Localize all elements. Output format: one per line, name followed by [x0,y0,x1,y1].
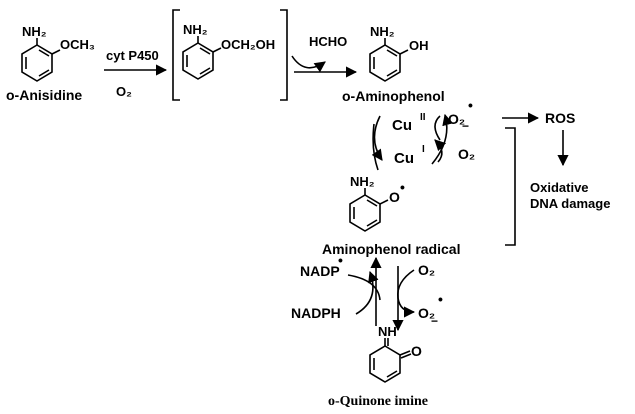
superoxide-top-charge: − [462,119,469,133]
nadph-label: NADPH [291,305,341,321]
benzene-ring-aminophenol [369,38,409,82]
o2-lower-label: O₂ [418,262,435,278]
o2-arc-out [397,297,416,318]
radical-nh2-label: NH₂ [350,174,375,189]
benzene-ring-anisidine [21,38,61,82]
superoxide-top-dot: • [468,97,473,113]
anisidine-och3-label: OCH₃ [60,37,95,52]
superoxide-lower-label: O₂ [418,305,435,321]
cu-cycle-right-arc [434,139,447,163]
superoxide-lower-charge: − [431,314,438,328]
aminophenol-name: o-Aminophenol [342,88,445,104]
left-bracket [172,9,180,101]
enzyme-label: cyt P450 [106,48,159,63]
radical-o-label: O [389,189,400,205]
damage-line1: Oxidative [530,180,589,195]
o2-first-label: O₂ [116,84,132,99]
intermediate-structure: NH₂ OCH₂OH [172,9,288,101]
cu-reduction-arrow [371,115,383,161]
cu-reduction-branch [372,123,379,171]
o-quinone-imine-structure: NH O o-Quinone imine [328,324,428,409]
cu-reoxidation-arrow [431,113,454,165]
quinone-nh-label: NH [378,324,397,339]
anisidine-name: o-Anisidine [6,87,82,103]
aminophenol-nh2-label: NH₂ [370,24,395,39]
superoxide-lower-dot: • [438,291,443,307]
o-aminophenol-structure: NH₂ OH o-Aminophenol [342,24,445,104]
o-anisidine-structure: NH₂ OCH₃ o-Anisidine [6,24,95,103]
hcho-label: HCHO [309,34,347,49]
cycle-bracket [505,127,516,246]
quinone-o-label: O [411,343,422,359]
nadp-label: NADP [300,263,340,279]
cu1-oxidation-state: I [422,144,425,155]
quinone-imine-name: o-Quinone imine [328,394,428,409]
superoxide-top-label: O₂ [448,111,465,127]
benzene-ring-radical [349,188,389,232]
aminophenol-oh-label: OH [409,38,429,53]
cu2-oxidation-state: II [420,112,426,123]
cu2-label: Cu [392,117,412,134]
hcho-release-arrow [291,55,326,73]
aminophenol-radical-structure: NH₂ O • Aminophenol radical [322,174,460,257]
cu1-label: Cu [394,150,414,167]
ring-quinone-imine [369,338,412,383]
nadph-oxidation-arc [355,270,379,315]
right-bracket [280,9,288,101]
benzene-ring-intermediate [182,36,222,80]
radical-o-dot: • [400,179,405,195]
ros-label: ROS [545,110,575,126]
radical-name: Aminophenol radical [322,241,460,257]
o2-arc-in [397,269,415,299]
nadp-arc [347,274,381,301]
intermediate-och2oh-label: OCH₂OH [221,37,275,52]
damage-line2: DNA damage [530,196,610,211]
nadp-dot: • [338,252,343,268]
o2-cu-label: O₂ [458,146,475,162]
intermediate-nh2-label: NH₂ [183,22,208,37]
cu-cycle-upper-arc [434,115,441,141]
anisidine-nh2-label: NH₂ [22,24,47,39]
